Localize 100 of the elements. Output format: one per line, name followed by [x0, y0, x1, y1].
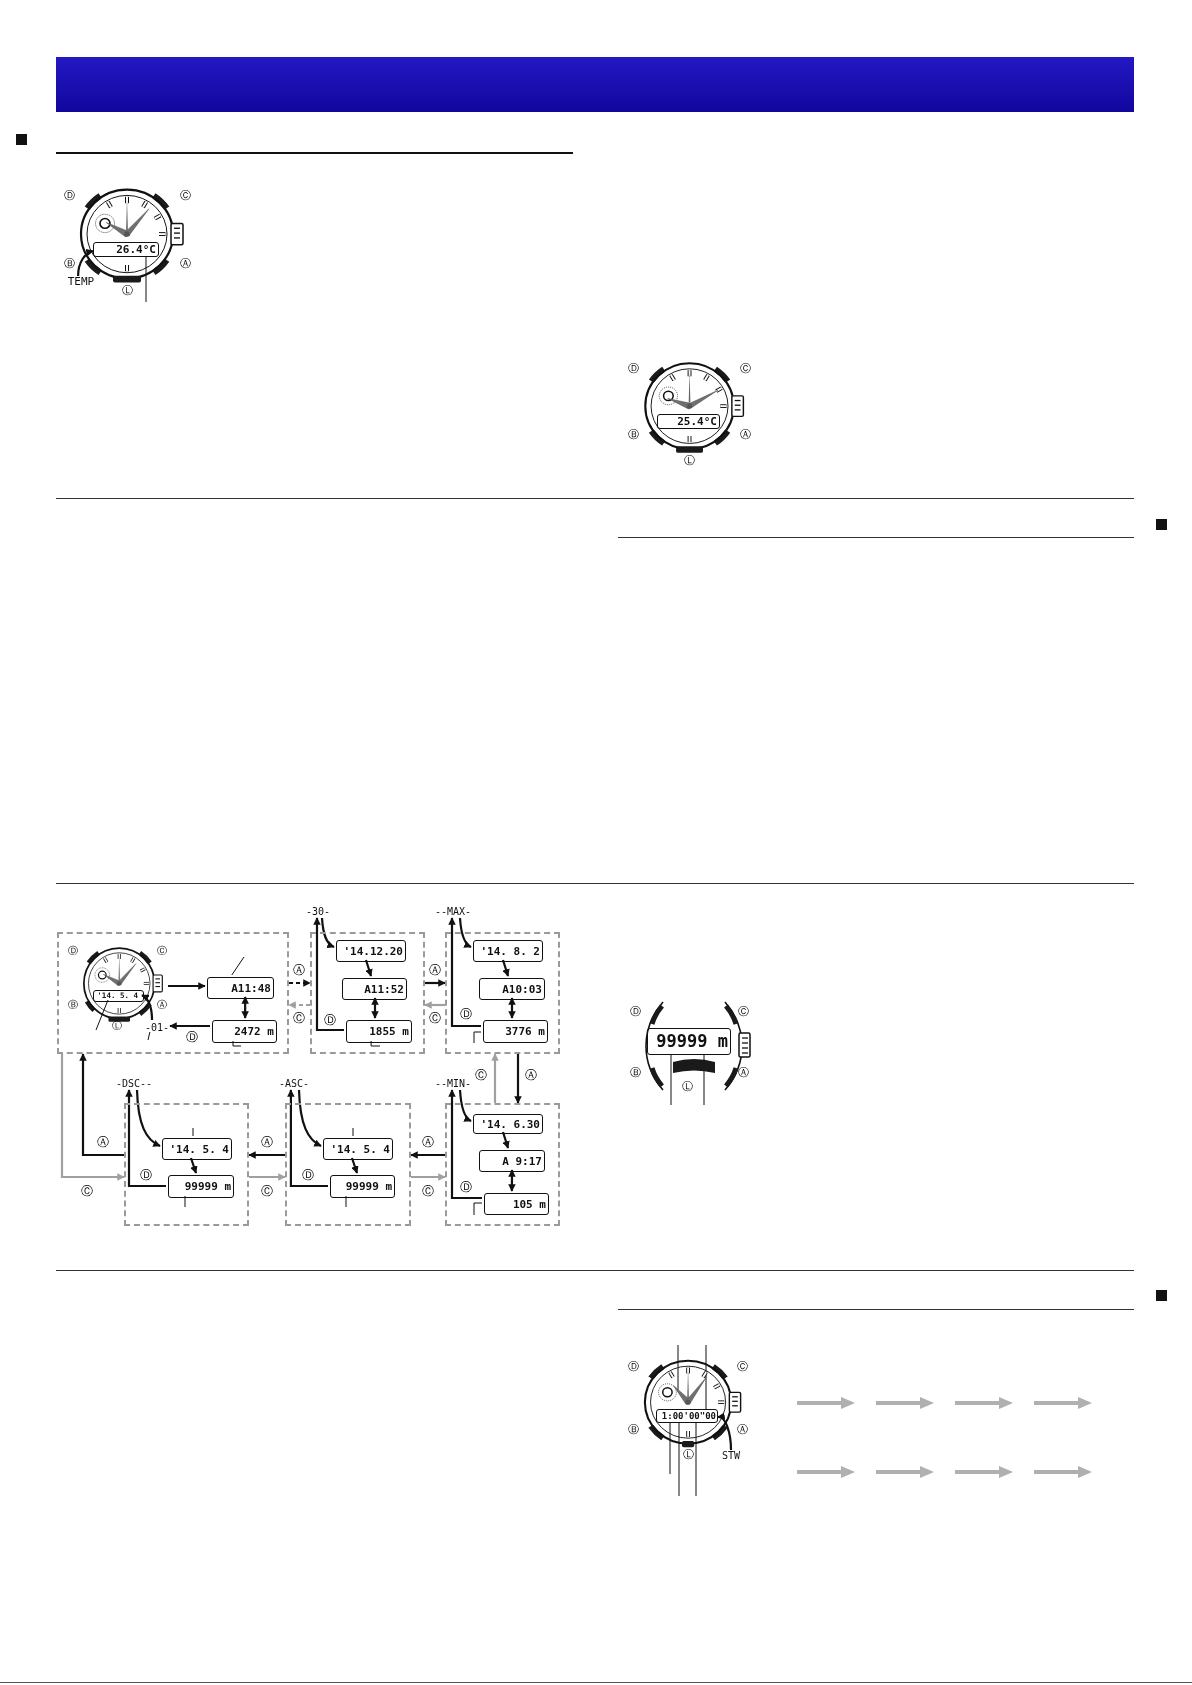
arrow — [508, 1169, 516, 1192]
lcd-display: A11:52 — [342, 978, 407, 1000]
arrow — [135, 1089, 161, 1147]
edge-label: Ⓓ — [323, 1013, 337, 1027]
edge-label: Ⓒ — [292, 1011, 306, 1025]
mode-label: STW — [716, 1450, 746, 1462]
leader-line — [670, 1054, 672, 1106]
arrow — [297, 1089, 322, 1147]
lcd-display: 26.4°C — [93, 242, 159, 257]
lcd-display: '14. 6.30 — [473, 1114, 543, 1134]
edge-label: Ⓐ — [96, 1135, 110, 1149]
circled-letter: Ⓑ — [628, 1065, 642, 1079]
lcd-display: 2472 m — [212, 1020, 277, 1043]
arrow — [249, 1173, 286, 1181]
circled-letter: Ⓐ — [736, 1065, 750, 1079]
dashed-group-frame — [310, 932, 425, 1054]
arrow — [717, 1413, 733, 1451]
arrow — [320, 917, 335, 948]
circled-letter: Ⓒ — [155, 944, 168, 958]
arrow — [60, 1054, 125, 1181]
mode-label: TEMP — [60, 276, 102, 290]
leader-line — [95, 999, 109, 1031]
mode-label: -DSC-- — [113, 1078, 155, 1090]
leader-line — [695, 1422, 697, 1497]
edge-label: Ⓒ — [428, 1011, 442, 1025]
circled-letter: Ⓛ — [120, 283, 134, 297]
circled-letter: Ⓑ — [627, 1422, 641, 1436]
leader-line — [705, 1344, 707, 1410]
edge-label: Ⓓ — [139, 1168, 153, 1182]
arrow — [169, 1022, 210, 1030]
circled-letter: Ⓑ — [627, 427, 641, 441]
lcd-display: 1:00'00"00 — [656, 1409, 718, 1423]
arrow — [410, 1151, 445, 1159]
lcd-display: 99999 m — [330, 1175, 395, 1198]
arrow — [79, 1053, 124, 1157]
circled-letter: Ⓒ — [178, 188, 192, 202]
leader-line — [669, 1422, 671, 1475]
dashed-group-frame — [445, 1103, 560, 1226]
mode-label: --MAX- — [433, 906, 473, 918]
arrow — [350, 1157, 359, 1174]
lcd-display: '14.12.20 — [336, 940, 406, 962]
lcd-display: A 9:17 — [479, 1150, 545, 1172]
edge-label: Ⓓ — [185, 1030, 199, 1044]
circled-letter: Ⓑ — [66, 997, 79, 1011]
circled-letter: Ⓛ — [111, 1019, 124, 1033]
circled-letter: Ⓒ — [736, 1359, 749, 1373]
lcd-display: '14. 8. 2 — [473, 940, 543, 962]
edge-label: Ⓓ — [459, 1180, 473, 1194]
edge-label: Ⓒ — [474, 1068, 488, 1082]
arrow — [424, 1001, 445, 1009]
edge-label: Ⓐ — [292, 963, 306, 977]
arrow — [168, 982, 206, 990]
arrow — [448, 917, 481, 1028]
edge-label: Ⓓ — [459, 1007, 473, 1021]
arrow — [189, 1157, 198, 1174]
arrow — [141, 994, 154, 1021]
leader-line — [345, 1195, 347, 1208]
leader-line — [678, 1422, 680, 1497]
dashed-group-frame — [57, 932, 289, 1054]
leader-line — [192, 1127, 194, 1137]
lcd-display: '14. 5. 4 — [323, 1138, 393, 1160]
arrow — [448, 1089, 482, 1200]
edge-label: Ⓒ — [80, 1184, 94, 1198]
circled-letter: Ⓐ — [155, 997, 168, 1011]
lcd-display: 25.4°C — [657, 414, 720, 429]
dashed-group-frame — [445, 932, 560, 1054]
circled-letter: Ⓛ — [683, 453, 697, 467]
arrow — [371, 997, 379, 1019]
mode-label: -01- — [142, 1022, 172, 1034]
edge-label: Ⓓ — [301, 1168, 315, 1182]
arrow — [411, 1173, 446, 1181]
lcd-display: A11:48 — [207, 977, 274, 999]
arrow — [289, 979, 311, 987]
circled-letter: Ⓑ — [62, 256, 76, 270]
arrow — [508, 997, 516, 1019]
lcd-display: A10:03 — [479, 978, 545, 1000]
lcd-display: 99999 m — [168, 1175, 234, 1198]
circled-letter: Ⓛ — [680, 1079, 694, 1093]
arrow — [125, 1089, 166, 1188]
arrow — [501, 1131, 510, 1149]
edge-label: Ⓐ — [260, 1135, 274, 1149]
arrow — [364, 959, 373, 977]
arrow — [514, 1054, 522, 1104]
circled-letter: Ⓓ — [66, 944, 79, 958]
arrow — [501, 959, 510, 977]
arrow — [288, 1001, 310, 1009]
arrow — [458, 1089, 472, 1122]
arrow — [241, 996, 249, 1019]
arrow — [313, 917, 344, 1032]
arrow — [491, 1053, 499, 1103]
leader-line — [231, 956, 245, 976]
leader-line — [184, 1195, 186, 1208]
edge-label: Ⓐ — [524, 1068, 538, 1082]
circled-letter: Ⓓ — [62, 188, 76, 202]
circled-letter: Ⓐ — [738, 427, 752, 441]
leader-line — [232, 1040, 242, 1047]
leader-line — [352, 1127, 354, 1137]
circled-letter: Ⓛ — [681, 1447, 695, 1461]
lcd-display: '14. 5. 4 — [162, 1138, 232, 1160]
arrow — [77, 249, 94, 277]
